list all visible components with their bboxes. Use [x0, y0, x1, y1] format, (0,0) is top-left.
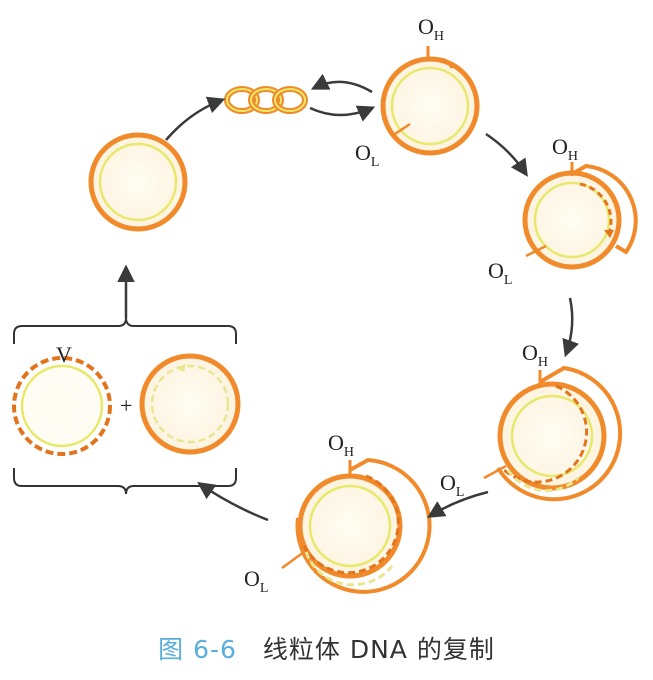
mtdna-replication-diagram: OH OL OH OL OH OL OH OL: [12, 14, 638, 596]
oh-label-1: OH: [418, 14, 444, 44]
stage-near-complete: OH OL: [244, 430, 432, 596]
stage-daughters: V +: [12, 317, 241, 495]
oh-label-3: OH: [522, 340, 548, 370]
figure-number: 图 6-6: [158, 635, 237, 664]
ol-label-3: OL: [440, 470, 464, 500]
stage-relaxed-circle: [88, 132, 188, 232]
stage-parent-circle: OH OL: [355, 14, 480, 170]
stage-supercoiled: [224, 86, 308, 114]
cycle-arrows: [117, 73, 579, 522]
oh-label-4: OH: [328, 430, 354, 460]
stage-dloop: OH OL: [488, 134, 638, 288]
plus-sign: +: [120, 393, 132, 418]
ol-label-2: OL: [488, 258, 512, 288]
oh-label-2: OH: [552, 134, 578, 164]
figure-title: 线粒体 DNA 的复制: [262, 635, 495, 664]
ol-label-4: OL: [244, 566, 268, 596]
stage-expanded-dloop: OH OL: [440, 340, 623, 502]
figure-caption: 图 6-6 线粒体 DNA 的复制: [0, 630, 653, 666]
v-label: V: [56, 342, 72, 367]
ol-label-1: OL: [355, 140, 379, 170]
